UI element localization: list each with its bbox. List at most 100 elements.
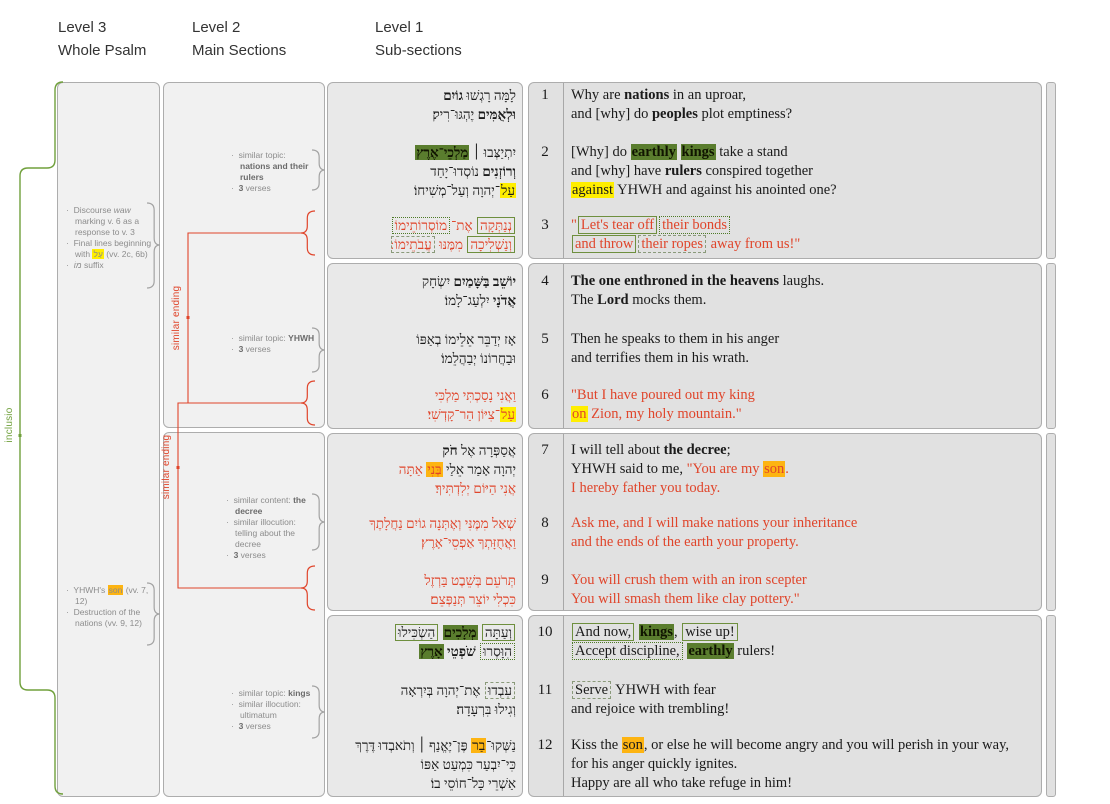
hebrew-line: נַשְּׁקוּ־בַר פֶּן־יֶאֱנַף ׀ וְתֹאבְדוּ … [335, 736, 516, 755]
verse-number-3: 3 [541, 217, 549, 233]
text-segment: for his anger quickly ignites. [571, 756, 738, 772]
text-segment: the decree [663, 442, 727, 458]
text-segment: נוֹסְדוּ־יָחַד [430, 164, 483, 179]
text-segment: verses [243, 721, 271, 731]
column-header-line2: Main Sections [192, 42, 287, 59]
bullet-marker: · [231, 344, 239, 354]
column-header-level3: Level 3 Whole Psalm [58, 16, 146, 62]
english-line: on Zion, my holy mountain." [571, 405, 755, 424]
note-bullet: · similar illocution: ultimatum [231, 699, 317, 721]
text-segment: and [why] have [571, 163, 665, 179]
english-line: I will tell about the decree; [571, 441, 789, 460]
column-header-line1: Level 1 [375, 19, 424, 36]
hebrew-line: אֲסַפְּרָה אֶל חֹק [335, 441, 516, 460]
english-line: Kiss the son, or else he will become ang… [571, 736, 1009, 755]
sub-section-box-2 [327, 263, 523, 429]
text-segment: and rejoice with trembling! [571, 701, 730, 717]
text-segment: YHWH said to me, [571, 461, 687, 477]
text-segment: הַשְׂכִּילוּ [395, 624, 439, 641]
text-segment: כִּי־יִבְעַר כִּמְעַט אַפּוֹ [420, 757, 516, 772]
hebrew-line: שְׁאַל מִמֶּנִּי וְאֶתְּנָה גוֹיִם נַחֲל… [335, 514, 516, 533]
english-line: You will crush them with an iron scepter [571, 571, 807, 590]
note-bullet: · similar topic: kings [231, 688, 317, 699]
column-header-line1: Level 2 [192, 19, 241, 36]
english-line: and rejoice with trembling! [571, 700, 729, 719]
bullet-marker: · [226, 517, 234, 527]
text-segment: verses [243, 183, 271, 193]
bullet-marker: · [66, 205, 74, 215]
english-line: Ask me, and I will make nations your inh… [571, 514, 857, 533]
text-segment: 3 [238, 183, 244, 193]
text-segment: Serve [572, 681, 612, 699]
main-section-note-3: · similar content: the decree· similar i… [226, 495, 318, 561]
text-segment: against [571, 182, 615, 198]
hebrew-verse-8: שְׁאַל מִמֶּנִּי וְאֶתְּנָה גוֹיִם נַחֲל… [335, 514, 516, 552]
text-segment: 3 [233, 550, 239, 560]
main-section-note-2: · similar topic: YHWH· 3 verses [231, 333, 317, 355]
main-section-note-4: · similar topic: kings· similar illocuti… [231, 688, 317, 732]
english-line: against YHWH and against his anointed on… [571, 181, 837, 200]
text-segment: וַאֲחֻזָּתְךָ אַפְסֵי־אָרֶץ׃ [421, 535, 516, 550]
bullet-marker: · [231, 333, 239, 343]
text-segment: יֶהְגּוּ־רִיק׃ [432, 107, 478, 122]
text-segment: waw [113, 205, 131, 215]
right-edge-strip-3 [1046, 433, 1056, 611]
bullet-marker: · [66, 607, 74, 617]
text-segment: wise up! [682, 623, 738, 641]
inclusio-marker [18, 434, 22, 437]
english-line: You will smash them like clay pottery." [571, 590, 807, 609]
verse-number-12: 12 [537, 737, 553, 753]
bullet-marker: · [66, 585, 74, 595]
text-segment: לָמָּה רָגְשׁוּ [463, 88, 516, 103]
verse-number-separator-3 [563, 434, 564, 610]
text-segment: יְהוָה אָמַר אֵלַי [442, 462, 516, 477]
verse-number-11: 11 [537, 682, 553, 698]
right-edge-strip-4 [1046, 615, 1056, 797]
verse-number-8: 8 [541, 515, 549, 531]
hebrew-line: וְרוֹזְנִים נוֹסְדוּ־יָחַד [335, 162, 516, 181]
text-segment: YHWH and against his anointed one? [614, 182, 837, 198]
text-segment [677, 144, 681, 160]
text-segment: similar topic: [238, 150, 286, 160]
note-bullet: · similar topic: nations and their ruler… [231, 150, 317, 183]
hebrew-line: אַשְׁרֵי כָּל־חוֹסֵי בוֹ׃ [335, 774, 516, 793]
translation-box-1 [528, 82, 1042, 259]
english-line: [Why] do earthly kings take a stand [571, 143, 837, 162]
note-bullet: · similar illocution: telling about the … [226, 517, 318, 550]
main-section-note-1: · similar topic: nations and their ruler… [231, 150, 317, 194]
text-segment: אֶת־ [451, 218, 476, 233]
english-line: and the ends of the earth your property. [571, 533, 857, 552]
note-bullet: · 3 verses [231, 721, 317, 732]
text-segment: יוֹשֵׁב בַּשָּׁמַיִם [453, 274, 516, 289]
english-verse-1: Why are nations in an uproar,and [why] d… [571, 86, 792, 124]
text-segment: Let's tear off [577, 216, 658, 234]
english-verse-4: The one enthroned in the heavens laughs.… [571, 272, 824, 310]
text-segment: שֹׁפְטֵי [447, 644, 476, 659]
text-segment: kings [680, 144, 716, 160]
translation-box-4 [528, 615, 1042, 797]
bullet-marker: · [231, 721, 239, 731]
hebrew-line: וּבַחֲרוֹנוֹ יְבַהֲלֵמוֹ׃ [335, 349, 516, 368]
text-segment [478, 625, 481, 640]
english-line: Accept discipline, earthly rulers! [571, 642, 775, 661]
english-line: Happy are all who take refuge in him! [571, 774, 1009, 793]
text-segment: You will crush them with an iron scepter [571, 572, 807, 588]
text-segment: נַשְּׁקוּ־ [486, 738, 516, 753]
text-segment: וְגִילוּ בִּרְעָדָה׃ [456, 702, 516, 717]
hebrew-verse-12: נַשְּׁקוּ־בַר פֶּן־יֶאֱנַף ׀ וְתֹאבְדוּ … [335, 736, 516, 793]
text-segment: kings [638, 624, 674, 640]
text-segment: and [why] do [571, 106, 652, 122]
hebrew-line: וְנַשְׁלִיכָה מִמֶּנּוּ עֲבֹתֵימוֹ׃ [335, 235, 516, 254]
text-segment: and throw [572, 235, 637, 253]
english-line: "But I have poured out my king [571, 386, 755, 405]
bullet-marker: · [226, 495, 234, 505]
text-segment: מַלְכֵי־אֶרֶץ [415, 145, 470, 160]
hebrew-line: וְגִילוּ בִּרְעָדָה׃ [335, 700, 516, 719]
